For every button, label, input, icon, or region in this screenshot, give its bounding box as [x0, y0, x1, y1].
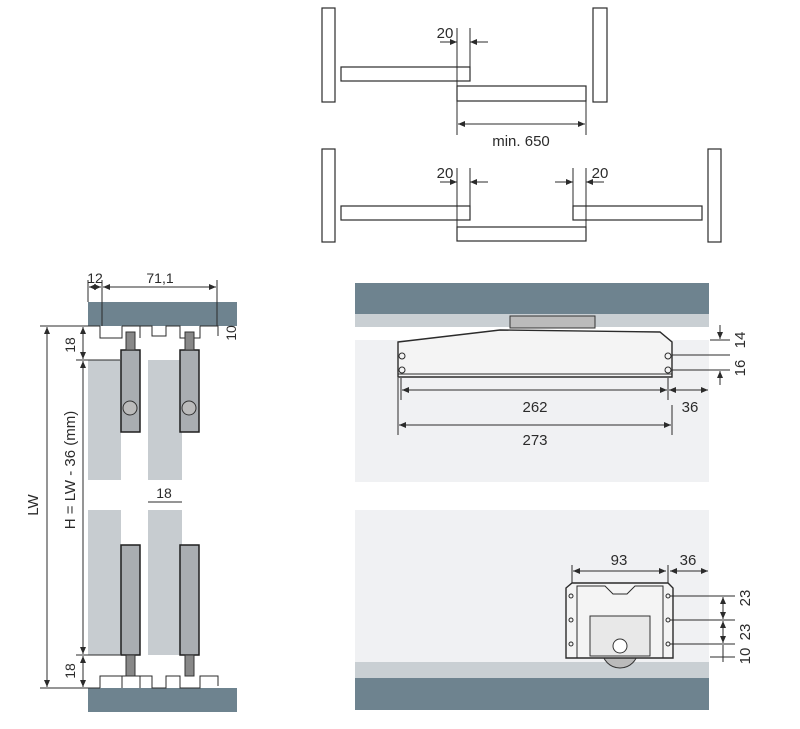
dimension-23-lower: 23 [737, 624, 754, 641]
adjust-screw-icon [181, 400, 197, 416]
lw-label: LW [25, 493, 42, 515]
top-diagram-single-overlap: 20 min. 650 [321, 7, 608, 150]
top-rail [355, 283, 709, 314]
dimension-23-upper: 23 [737, 590, 754, 607]
top-fitting-2 [179, 349, 200, 433]
overlap-right-dimension: 20 [592, 165, 609, 182]
dimension-36: 36 [682, 399, 699, 416]
dimension-12: 12 [87, 270, 103, 286]
top-fitting-1 [120, 349, 141, 433]
top-rail [88, 302, 237, 326]
dimension-16: 16 [732, 360, 749, 377]
min-width-dimension: min. 650 [492, 133, 550, 150]
bottom-rail [88, 688, 237, 712]
dimension-top-18: 18 [62, 337, 78, 353]
left-side-panel [321, 148, 336, 243]
door-panel-1-bottom [88, 510, 121, 655]
dimension-door-18: 18 [156, 485, 172, 501]
mechanism-body [397, 329, 673, 378]
door-panel-2-bottom [148, 510, 182, 655]
dimension-262: 262 [522, 399, 547, 416]
bottom-fitting-2 [179, 544, 200, 656]
dimension-93: 93 [611, 552, 628, 569]
left-side-panel [321, 7, 336, 103]
right-side-panel [592, 7, 608, 103]
dimension-273: 273 [522, 432, 547, 449]
door-middle [456, 226, 587, 242]
dimension-71-1: 71,1 [146, 270, 173, 286]
overlap-dimension: 20 [437, 25, 454, 42]
door-right [456, 85, 587, 102]
door-left [340, 66, 471, 82]
adjust-screw-icon [122, 400, 138, 416]
dimension-10: 10 [223, 325, 239, 341]
track-band [355, 662, 709, 678]
door-panel-1-top [88, 360, 121, 480]
bottom-rail [355, 678, 709, 710]
dimension-14: 14 [732, 332, 749, 349]
overlap-left-dimension: 20 [437, 165, 454, 182]
door-left [340, 205, 471, 221]
dimension-bottom-18: 18 [62, 663, 78, 679]
right-side-panel [707, 148, 722, 243]
runner [509, 315, 596, 329]
front-view-bottom-fitting: 93 36 23 23 10 [355, 510, 754, 710]
door-panel-2-top [148, 360, 182, 480]
top-diagram-double-overlap: 20 20 [321, 148, 722, 243]
dimension-36: 36 [680, 552, 697, 569]
dimension-10: 10 [737, 648, 754, 665]
side-section-view: 12 71,1 10 LW H = LW - 36 (mm) 18 18 18 [25, 270, 239, 712]
height-formula: H = LW - 36 (mm) [62, 411, 79, 529]
door-right [572, 205, 703, 221]
front-view-top-fitting: 262 273 36 14 16 [355, 283, 749, 482]
bottom-fitting-1 [120, 544, 141, 656]
